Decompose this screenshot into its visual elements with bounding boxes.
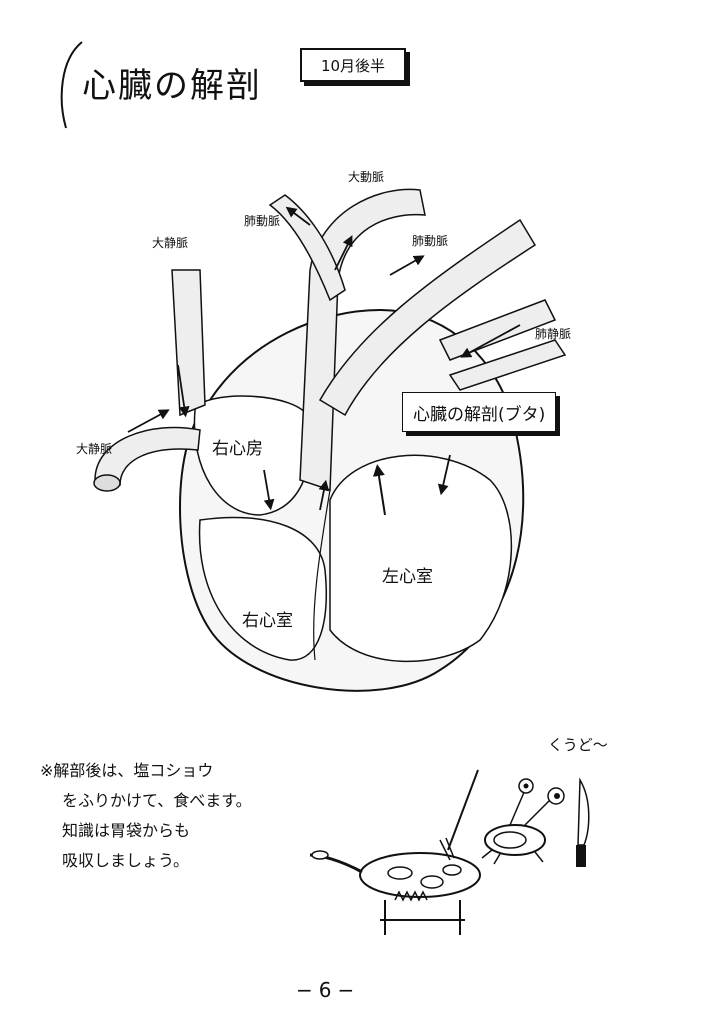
note-block: ※解部後は、塩コショウ をふりかけて、食べます。 知識は胃袋からも 吸収しましょ… [40,756,252,876]
pulmonary-artery [318,218,537,417]
label-right-ventricle: 右心室 [242,611,293,631]
note-line-1: ※解部後は、塩コショウ [40,761,214,780]
pulmonary-veins [438,299,567,391]
boxed-label-pig-heart: 心臓の解剖(ブタ) [402,392,557,432]
date-tag: 10月後半 [300,48,406,82]
note-line-2: をふりかけて、食べます。 [62,791,252,810]
right-ventricle-chamber [198,516,327,661]
cooking-illustration [309,769,590,935]
label-pulmonary-vein: 肺静脈 [535,327,572,341]
page-number: −6− [296,978,361,1002]
label-inferior-vena-cava: 大静脈 [76,442,113,456]
note-line-4: 吸収しましょう。 [62,851,190,870]
label-aorta: 大動脈 [348,170,385,184]
right-atrium-chamber [193,395,312,516]
superior-vena-cava [171,269,206,417]
label-pulmonary-artery-right: 肺動脈 [412,234,449,248]
inferior-vena-cava [94,426,201,486]
label-right-atrium: 右心房 [212,439,263,459]
page-title: 心臓の解剖 [82,66,262,106]
note-line-3: 知識は胃袋からも [62,821,191,840]
speech-text: くうど〜 [548,736,608,754]
label-pulmonary-artery-left: 肺動脈 [244,214,281,228]
left-ventricle-chamber [329,454,513,663]
title-bracket [60,41,83,129]
label-left-ventricle: 左心室 [382,567,433,587]
pulmonary-artery-branch [268,194,346,302]
label-superior-vena-cava: 大静脈 [152,236,189,250]
septum [313,489,331,661]
heart-diagram [93,188,567,692]
